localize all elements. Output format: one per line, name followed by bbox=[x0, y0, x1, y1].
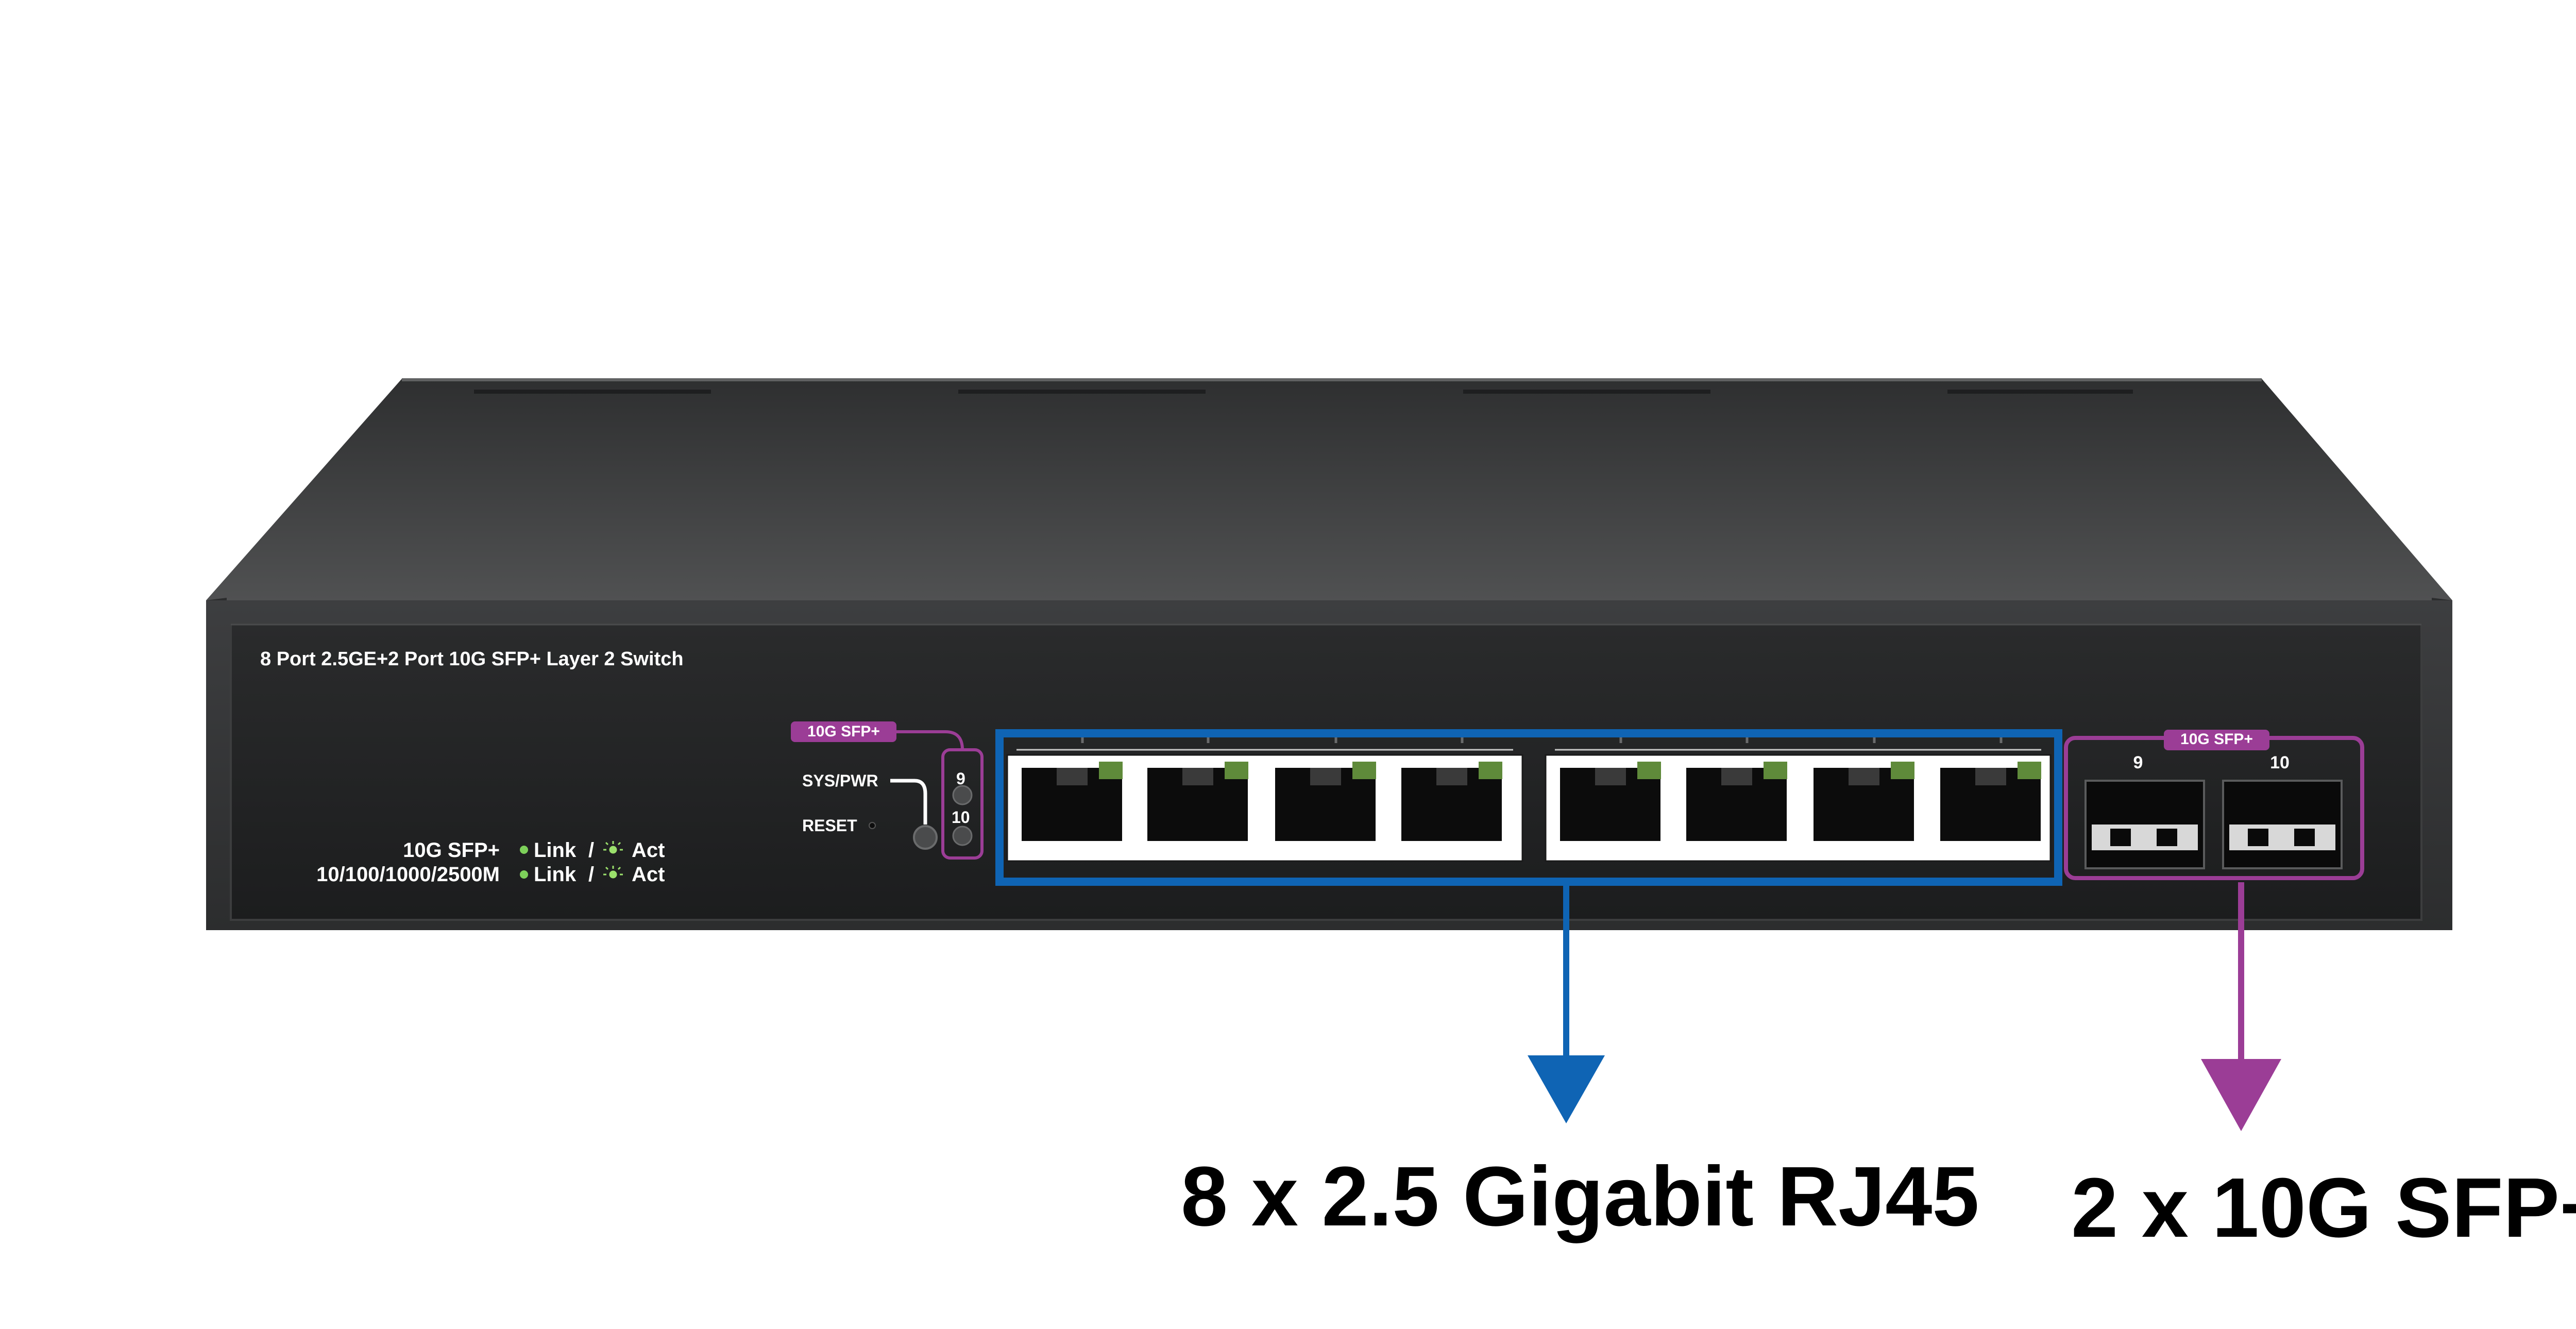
device-model-label: 8 Port 2.5GE+2 Port 10G SFP+ Layer 2 Swi… bbox=[260, 648, 684, 670]
rj45-port-led bbox=[1764, 762, 1787, 779]
rj45-port-led bbox=[1891, 762, 1914, 779]
sys-pwr-led bbox=[913, 825, 938, 850]
legend-led-icons bbox=[520, 841, 623, 879]
rj45-port-latch bbox=[1436, 768, 1467, 785]
rj45-port-latch bbox=[1595, 768, 1626, 785]
legend-row2-label: 10/100/1000/2500M bbox=[316, 863, 500, 886]
legend-link-led-icon bbox=[520, 870, 528, 879]
sys-pwr-lead-line bbox=[890, 779, 927, 825]
legend-row2-separator: / bbox=[588, 863, 595, 886]
sfp-cage-slot bbox=[2294, 829, 2315, 846]
legend-row1-separator: / bbox=[588, 839, 595, 862]
rj45-highlight-frame bbox=[995, 729, 2062, 886]
sfp-cage-slot bbox=[2110, 829, 2131, 846]
rj45-port-latch bbox=[1721, 768, 1752, 785]
rj45-port-latch bbox=[1849, 768, 1879, 785]
legend-row2-link-text: Link bbox=[534, 863, 577, 886]
rj45-port-led bbox=[1637, 762, 1661, 779]
chassis-top-surface bbox=[206, 379, 2452, 600]
sfp-callout-arrow bbox=[2201, 882, 2281, 1131]
rj45-port-led bbox=[1099, 762, 1123, 779]
sfp-cage-slot bbox=[2248, 829, 2268, 846]
reset-label: RESET bbox=[802, 816, 857, 835]
sfp-ports-tag: 10G SFP+ bbox=[2180, 731, 2253, 748]
sfp-cage-slot bbox=[2157, 829, 2177, 846]
sfp-led-9 bbox=[952, 785, 973, 805]
rj45-port-led bbox=[1479, 762, 1502, 779]
sfp-ports-tag-box bbox=[2164, 730, 2269, 750]
rj45-callout-label: 8 x 2.5 Gigabit RJ45 bbox=[1181, 1149, 1979, 1243]
legend-link-led-icon bbox=[520, 846, 528, 854]
sfp-led-group-tag-box bbox=[791, 721, 896, 742]
rj45-port-latch bbox=[1975, 768, 2006, 785]
rj45-port-latch bbox=[1310, 768, 1341, 785]
legend-row2-act-text: Act bbox=[632, 863, 665, 886]
sfp-port-block bbox=[2064, 730, 2364, 880]
legend-row1-act-text: Act bbox=[632, 839, 665, 862]
rj45-port-block bbox=[995, 729, 2062, 886]
rj45-callout-arrow bbox=[1528, 882, 1605, 1123]
sfp-led-label-9: 9 bbox=[956, 769, 965, 788]
sfp-led-group-frame bbox=[941, 748, 984, 860]
legend-row1-label: 10G SFP+ bbox=[403, 839, 500, 862]
sfp-led-group-tag-connector bbox=[896, 730, 964, 750]
sfp-cage-spring bbox=[2229, 825, 2335, 850]
rj45-port-led bbox=[1225, 762, 1248, 779]
legend-act-led-icon bbox=[603, 866, 623, 879]
sfp-cage-spring bbox=[2092, 825, 2198, 850]
switch-chassis bbox=[206, 378, 2452, 930]
rj45-port-latch bbox=[1182, 768, 1213, 785]
sys-pwr-label: SYS/PWR bbox=[802, 771, 878, 790]
sfp-led-label-10: 10 bbox=[952, 808, 970, 827]
sfp-led-10 bbox=[952, 826, 973, 846]
sfp-port-label-10: 10 bbox=[2270, 753, 2290, 772]
sfp-port-label-9: 9 bbox=[2133, 753, 2143, 772]
sfp-led-group bbox=[791, 721, 984, 860]
legend-row1-link-text: Link bbox=[534, 839, 577, 862]
reset-pinhole[interactable] bbox=[869, 822, 876, 829]
rj45-port-latch bbox=[1057, 768, 1088, 785]
sfp-callout-label: 2 x 10G SFP+ bbox=[2071, 1160, 2576, 1255]
rj45-port-led bbox=[2018, 762, 2041, 779]
sfp-led-group-tag: 10G SFP+ bbox=[807, 723, 880, 740]
legend-act-led-icon bbox=[603, 841, 623, 854]
rj45-port-led bbox=[1352, 762, 1376, 779]
